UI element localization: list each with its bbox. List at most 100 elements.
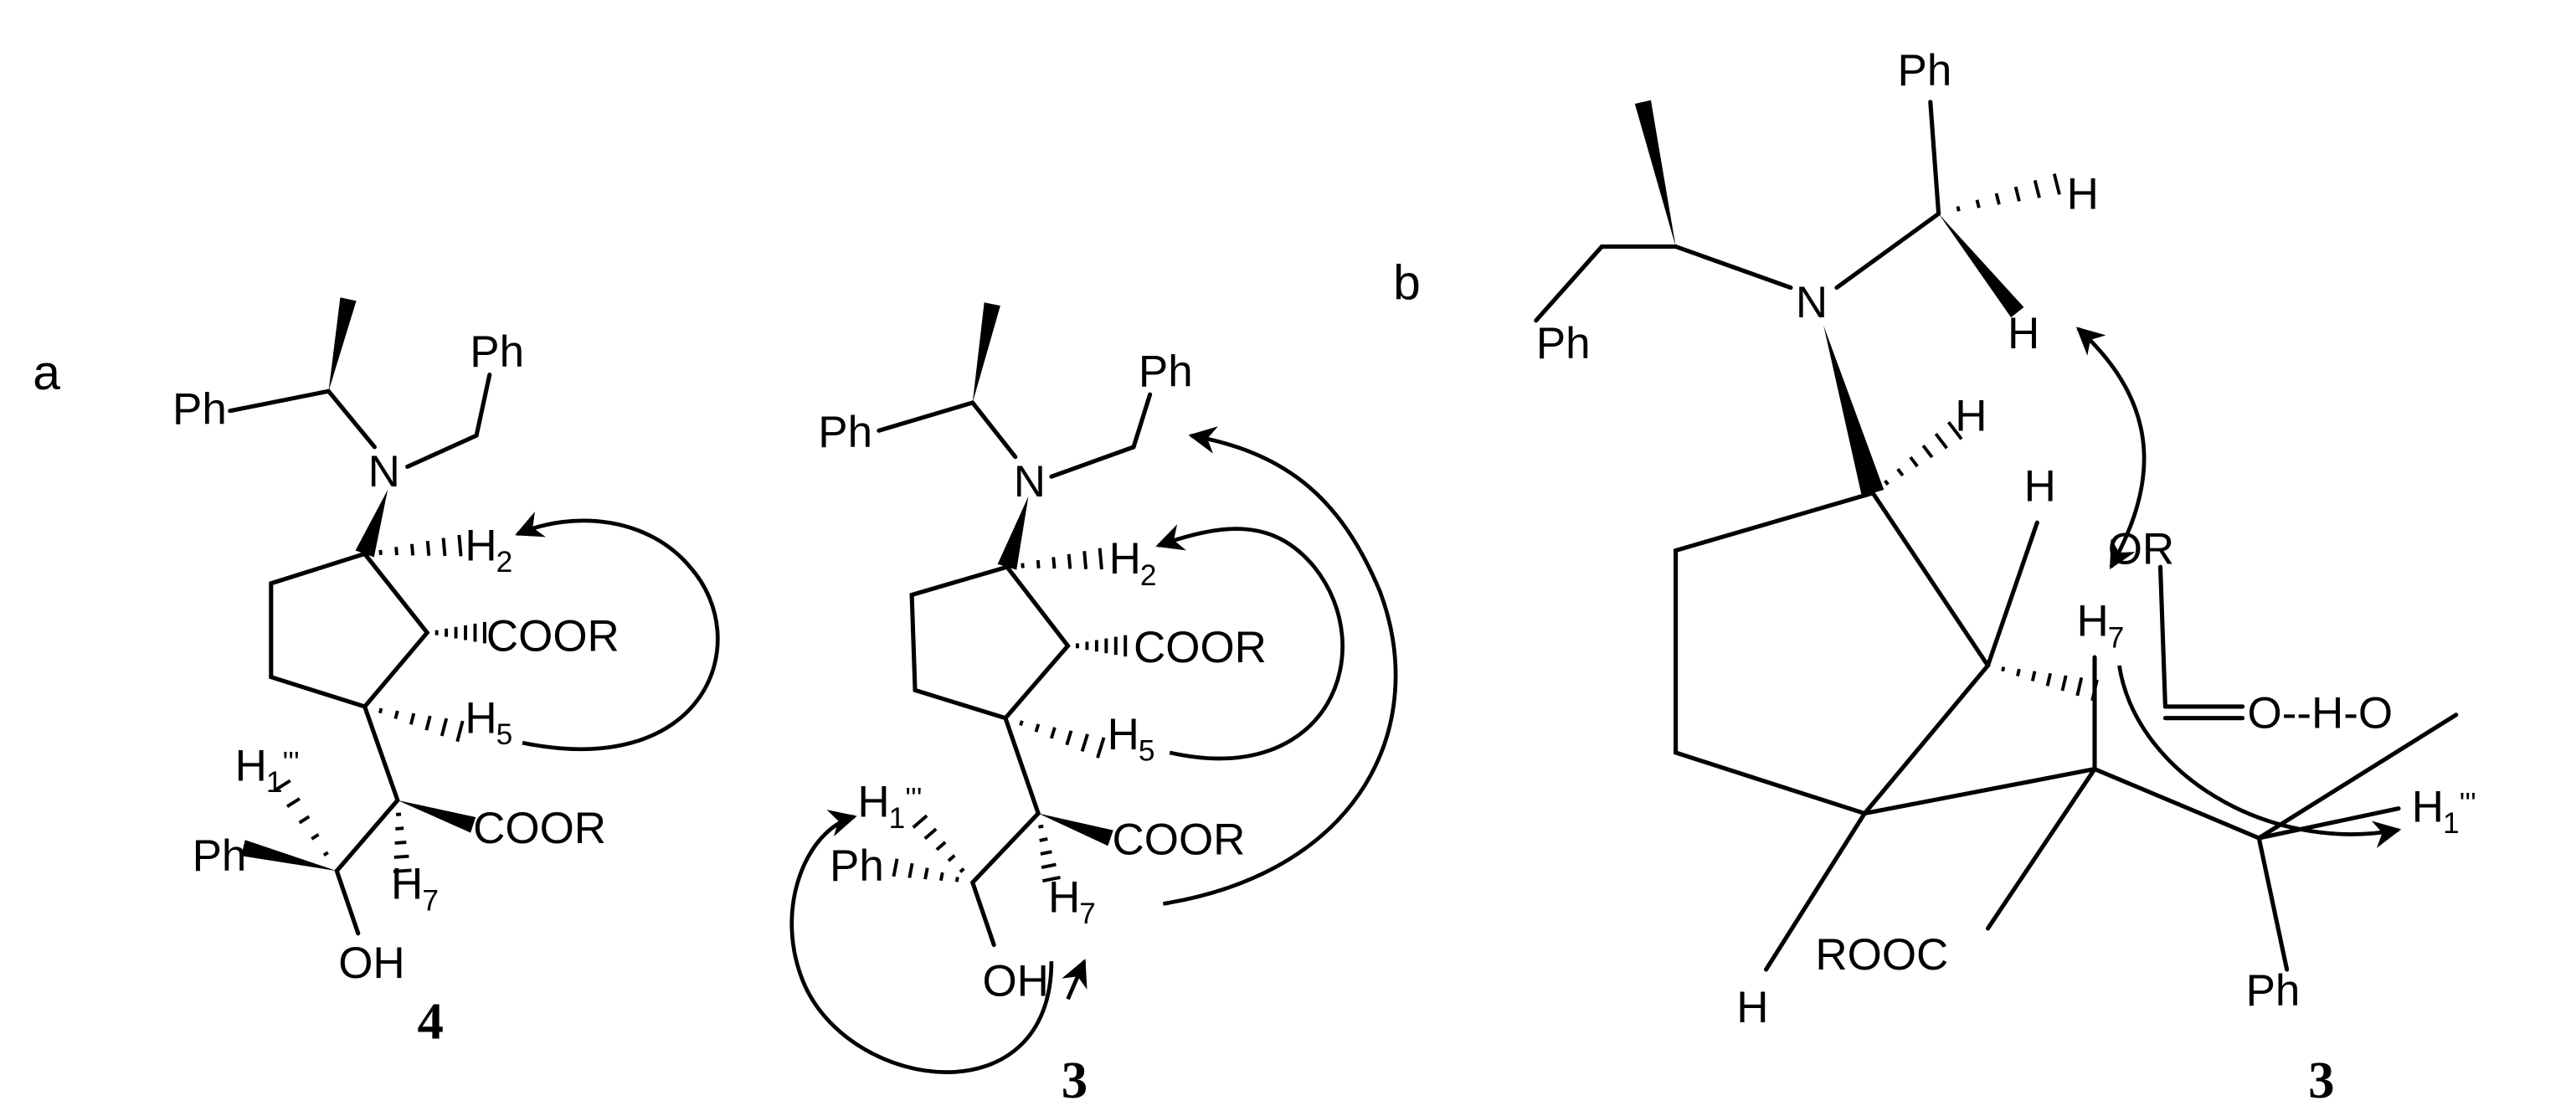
hashed-bond [1934, 432, 1948, 450]
bond [334, 868, 361, 936]
bond [1674, 491, 1991, 816]
hashed-bond [954, 877, 959, 882]
wedge-bond [972, 302, 1000, 403]
hashed-bond [912, 814, 928, 829]
label-h1: H [2412, 782, 2444, 831]
wedge-bond [328, 297, 357, 392]
wedge-bond [1938, 213, 2024, 318]
label-h1-prime: ''' [905, 783, 922, 815]
label-ph: Ph [1898, 46, 1952, 95]
label-h1-prime: ''' [2460, 788, 2476, 820]
hashed-bond [457, 534, 463, 557]
bond [1131, 392, 1153, 450]
hashed-bond [1096, 737, 1106, 759]
bond [1928, 100, 1941, 216]
hashed-bond [1082, 551, 1088, 569]
label-n: N [1796, 278, 1828, 327]
hashed-bond [2060, 675, 2068, 692]
hashed-bond [2013, 186, 2021, 202]
noe-arrow [2117, 665, 2402, 848]
bond [326, 388, 377, 450]
label-ph: Ph [830, 841, 884, 891]
hashed-bond [2033, 179, 2041, 198]
label-coor: COOR [473, 804, 606, 853]
hashed-bond [1994, 193, 2001, 205]
hashed-bond [1956, 206, 1961, 212]
label-h5: H [465, 693, 496, 743]
label-ph: Ph [1139, 347, 1193, 396]
hashed-bond [2052, 173, 2061, 195]
label-h: H [2024, 462, 2056, 512]
bond [2256, 836, 2290, 972]
label-h5-sub: 5 [1139, 735, 1155, 768]
bond [2256, 712, 2459, 841]
label-hbond: O--H-O [2248, 688, 2393, 738]
label-coor: COOR [486, 611, 620, 661]
noe-arrow [2075, 327, 2147, 570]
label-h: H [1955, 391, 1987, 440]
label-ph: Ph [172, 384, 227, 434]
label-h: H [1736, 983, 1768, 1032]
label-h: H [2067, 169, 2099, 219]
noe-arrow [1062, 959, 1087, 1001]
wedge-bond [1823, 325, 1884, 496]
compound-4: Ph N Ph H 2 COOR H 5 COOR H 7 H 1 ''' Ph… [172, 327, 620, 1051]
hashed-bond [1038, 824, 1044, 829]
label-coor: COOR [1113, 815, 1246, 865]
hashed-bond [1036, 559, 1041, 568]
bond [1674, 244, 1793, 291]
label-h1-prime: ''' [283, 746, 300, 779]
hashed-bond [892, 858, 899, 877]
hashed-bond [2030, 671, 2037, 682]
panel-label-a: a [33, 346, 60, 400]
bond [228, 388, 332, 414]
hashed-bond [441, 538, 447, 557]
hashed-bond [410, 543, 415, 556]
hashed-bond [1041, 862, 1057, 869]
hashed-bond [1896, 467, 1905, 477]
noe-arrow [1155, 524, 1345, 761]
hashed-bond [378, 707, 383, 714]
noe-arrow [1162, 426, 1398, 906]
hashed-bond [393, 710, 399, 720]
bond [1763, 810, 1867, 972]
label-ph: Ph [818, 408, 872, 457]
label-oh: OH [338, 939, 404, 988]
bond [1834, 211, 1941, 291]
bond [970, 400, 1018, 460]
hashed-bond [959, 867, 965, 873]
label-h7-sub: 7 [1079, 898, 1096, 930]
hashed-bond [908, 862, 914, 878]
hashed-bond [1065, 730, 1073, 746]
hashed-bond [1021, 563, 1025, 568]
label-coor: COOR [1134, 623, 1267, 672]
hashed-bond [395, 826, 404, 831]
bond [877, 400, 975, 433]
hashed-bond [923, 867, 929, 880]
label-oh: OH [982, 956, 1048, 1006]
hashed-bond [285, 797, 301, 808]
bond [1985, 520, 2039, 668]
bond [1862, 767, 2097, 816]
hashed-bond [440, 718, 449, 737]
label-h5-sub: 5 [496, 718, 513, 751]
hashed-bond [1040, 850, 1052, 856]
bond [474, 373, 492, 438]
hashed-bond [322, 851, 329, 857]
label-h7: H [391, 860, 423, 909]
hashed-bond [378, 549, 383, 555]
label-h1: H [235, 741, 267, 790]
label-ph: Ph [193, 831, 247, 881]
hashed-bond [1946, 420, 1963, 440]
label-h1-sub: 1 [2443, 807, 2460, 840]
hashed-bond [935, 841, 947, 851]
hashed-bond [1041, 875, 1061, 883]
wedge-bond [1634, 100, 1676, 247]
bonds [228, 100, 2459, 1074]
bond [1049, 445, 1136, 479]
label-rooc: ROOC [1815, 930, 1948, 980]
hashed-bond [1975, 199, 1981, 208]
bond [362, 704, 400, 803]
bond [909, 564, 1071, 721]
